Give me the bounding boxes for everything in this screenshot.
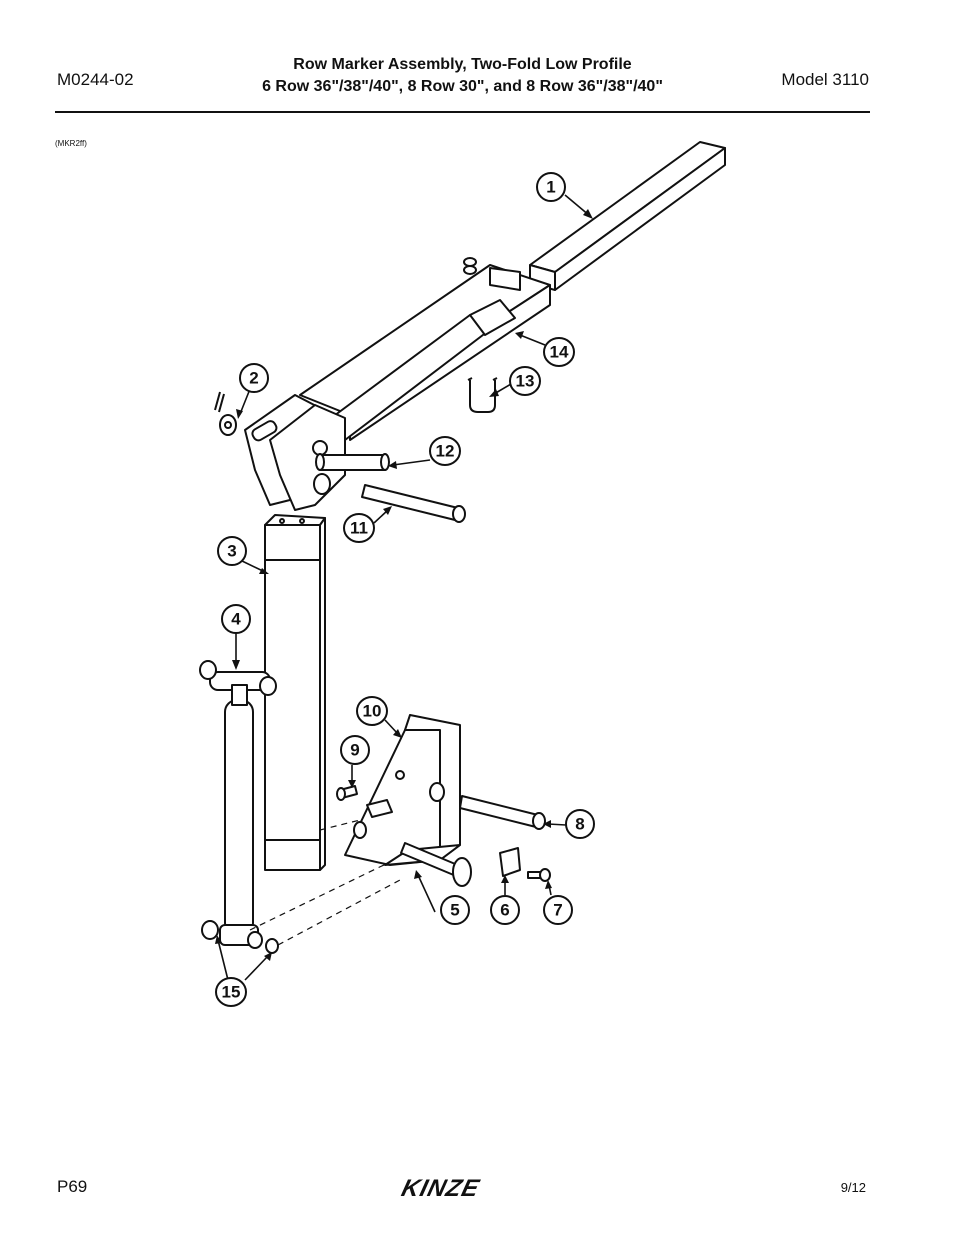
hydraulic-cylinder-part: [199, 660, 279, 954]
square-tube-part: [529, 141, 726, 291]
callout-13: 13: [516, 372, 535, 391]
page-title: Row Marker Assembly, Two-Fold Low Profil…: [200, 54, 725, 98]
pivot-pin-part: [315, 453, 390, 471]
model-label: Model 3110: [781, 70, 869, 89]
callout-8: 8: [575, 815, 584, 834]
nut-hardware-part: [463, 257, 477, 275]
small-bolt-part: [527, 868, 551, 882]
title-line-2: 6 Row 36"/38"/40", 8 Row 30", and 8 Row …: [262, 78, 663, 95]
callout-1: 1: [546, 178, 555, 197]
callout-2: 2: [249, 369, 258, 388]
callout-14: 14: [550, 343, 569, 362]
callout-11: 11: [350, 519, 368, 538]
revision-date: 9/12: [840, 1180, 866, 1195]
callout-10: 10: [363, 702, 382, 721]
logo-text: KINZE: [398, 1175, 483, 1202]
long-pin-part: [361, 484, 466, 523]
callout-5: 5: [450, 901, 459, 920]
document-number: M0244-02: [57, 70, 134, 89]
callout-12: 12: [436, 442, 455, 461]
vertical-link-part: [264, 514, 326, 871]
page-number: P69: [57, 1177, 88, 1196]
callout-15: 15: [222, 983, 241, 1002]
bracket-pin-part: [459, 795, 546, 830]
callout-3: 3: [227, 542, 236, 561]
title-line-1: Row Marker Assembly, Two-Fold Low Profil…: [293, 56, 632, 73]
bushing-part: [313, 473, 331, 495]
pivot-bracket-part: [244, 394, 346, 511]
clevis-pin-part: [400, 842, 472, 887]
retainer-clip-part: [499, 847, 521, 877]
callout-4: 4: [231, 610, 241, 629]
kinze-logo: KINZE: [398, 1175, 522, 1205]
u-bolt-part: [467, 377, 498, 413]
cotter-pin-part: [214, 391, 237, 436]
callout-7: 7: [553, 901, 562, 920]
mounting-bracket-part: [344, 714, 461, 866]
bolt-part: [336, 785, 358, 801]
marker-frame-part: [299, 264, 551, 441]
callout-9: 9: [350, 741, 359, 760]
figure-reference: (MKR2ff): [55, 139, 87, 148]
header-divider: [55, 111, 870, 113]
callout-6: 6: [500, 901, 509, 920]
